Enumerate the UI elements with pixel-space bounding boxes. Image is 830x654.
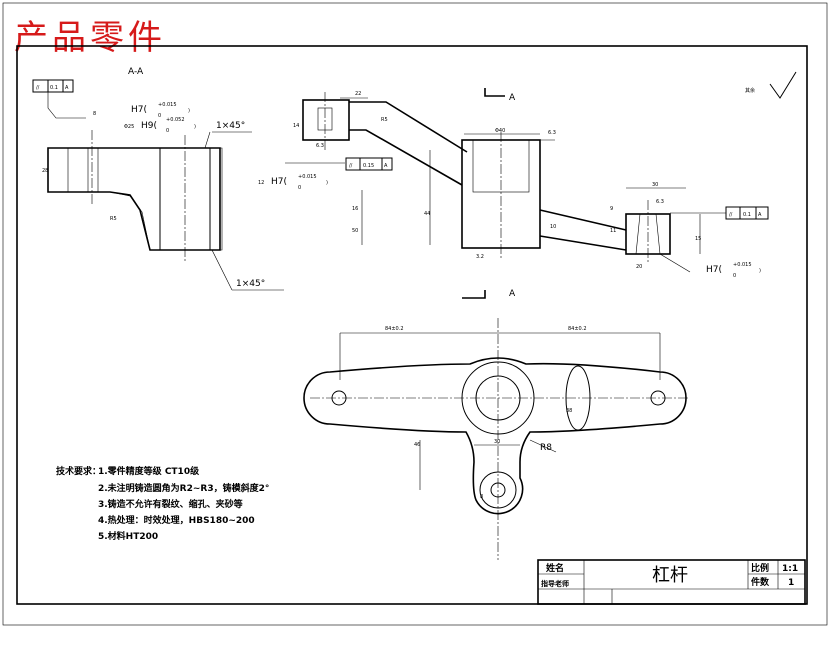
requirement-4: 4.热处理：时效处理，HBS180~200 — [98, 514, 255, 526]
top-view: 84±0.2 84±0.2 46 30 R8 8 38 — [303, 318, 690, 560]
svg-text:0: 0 — [166, 128, 169, 134]
tb-qty-label: 件数 — [751, 576, 770, 588]
requirement-1: 1.零件精度等级 CT10级 — [98, 465, 200, 477]
chamfer-top: 1×45° — [216, 121, 245, 131]
roughness-label: 其余 — [745, 87, 755, 94]
tb-part-name: 杠杆 — [652, 565, 688, 586]
requirements-title: 技术要求： — [56, 465, 101, 477]
svg-text:6.3: 6.3 — [316, 143, 324, 149]
svg-text:0.15: 0.15 — [363, 163, 374, 169]
svg-text:A: A — [384, 163, 388, 169]
tb-scale-value: 1:1 — [782, 564, 798, 574]
svg-text:+0.052: +0.052 — [166, 117, 185, 123]
requirement-2: 2.未注明铸造圆角为R2~R3，铸模斜度2° — [98, 482, 269, 494]
title-block: 姓名 指导老师 杠杆 比例 1:1 件数 1 — [537, 559, 806, 605]
cut-mark-top: A — [509, 93, 516, 103]
tol-frame-top-left — [32, 79, 74, 93]
svg-text:15: 15 — [695, 236, 701, 242]
svg-text:14: 14 — [293, 123, 299, 129]
svg-text:R5: R5 — [110, 216, 117, 222]
svg-text:12: 12 — [258, 180, 264, 186]
svg-text:46: 46 — [414, 442, 420, 448]
svg-text:0.1: 0.1 — [743, 212, 751, 218]
tol-value: 0.1 — [50, 85, 58, 91]
svg-text:10: 10 — [550, 224, 556, 230]
svg-text://: // — [349, 163, 353, 169]
stamp-text: 产品零件 — [14, 18, 166, 58]
svg-text:50: 50 — [352, 228, 358, 234]
front-view: A A 22 Φ40 6.3 6.3 R5 14 16 50 44 3.2 10… — [258, 71, 797, 299]
outer-frame — [2, 2, 828, 626]
svg-text:Φ25: Φ25 — [124, 124, 134, 130]
technical-requirements: 技术要求： 1.零件精度等级 CT10级 2.未注明铸造圆角为R2~R3，铸模斜… — [56, 465, 269, 542]
svg-text:0: 0 — [733, 273, 736, 279]
svg-text:84±0.2: 84±0.2 — [385, 326, 404, 332]
tb-teacher-label: 指导老师 — [541, 579, 569, 588]
svg-text:22: 22 — [355, 91, 361, 97]
tol-datum: A — [65, 85, 69, 91]
svg-text:30: 30 — [652, 182, 658, 188]
requirement-5: 5.材料HT200 — [98, 530, 158, 542]
tol-parallel-symbol: // — [36, 85, 40, 91]
inner-frame — [16, 45, 808, 605]
tb-scale-label: 比例 — [751, 562, 769, 574]
svg-text:+0.015: +0.015 — [158, 102, 177, 108]
chamfer-bottom: 1×45° — [236, 279, 265, 289]
section-aa-view: A-A // 0.1 A H7( +0.015 0 ) H9( +0.052 0… — [32, 67, 284, 291]
requirement-3: 3.铸造不允许有裂纹、缩孔、夹砂等 — [98, 498, 243, 510]
svg-text:): ) — [326, 180, 328, 186]
svg-text:8: 8 — [480, 494, 483, 500]
svg-text:6.3: 6.3 — [548, 130, 556, 136]
tol-frame-mid — [345, 157, 393, 171]
svg-text:20: 20 — [636, 264, 642, 270]
section-label: A-A — [128, 67, 144, 77]
svg-text:): ) — [759, 268, 761, 274]
fit-h7-right: H7( — [706, 265, 722, 275]
svg-text:16: 16 — [352, 206, 358, 212]
fit-h9-left: H9( — [141, 121, 157, 131]
tb-qty-value: 1 — [788, 578, 794, 588]
svg-text://: // — [729, 212, 733, 218]
tb-name-label: 姓名 — [545, 562, 564, 574]
svg-text:3.2: 3.2 — [476, 254, 484, 260]
svg-text:0: 0 — [158, 113, 161, 119]
svg-text:6.3: 6.3 — [656, 199, 664, 205]
fit-h7-mid: H7( — [271, 177, 287, 187]
svg-text:R5: R5 — [381, 117, 388, 123]
svg-text:44: 44 — [424, 211, 430, 217]
svg-text:9: 9 — [610, 206, 613, 212]
svg-text:8: 8 — [93, 111, 96, 117]
svg-text:38: 38 — [566, 408, 572, 414]
svg-text:11: 11 — [610, 228, 616, 234]
svg-text:+0.015: +0.015 — [298, 174, 317, 180]
svg-text:0: 0 — [298, 185, 301, 191]
fit-h7-left: H7( — [131, 105, 147, 115]
radius-r8: R8 — [540, 443, 552, 453]
svg-text:Φ40: Φ40 — [495, 128, 505, 134]
svg-text:+0.015: +0.015 — [733, 262, 752, 268]
svg-text:): ) — [194, 124, 196, 130]
svg-text:): ) — [188, 108, 190, 114]
svg-text:30: 30 — [494, 439, 500, 445]
cut-mark-bottom: A — [509, 289, 516, 299]
svg-text:28: 28 — [42, 168, 48, 174]
svg-text:84±0.2: 84±0.2 — [568, 326, 587, 332]
svg-text:A: A — [758, 212, 762, 218]
